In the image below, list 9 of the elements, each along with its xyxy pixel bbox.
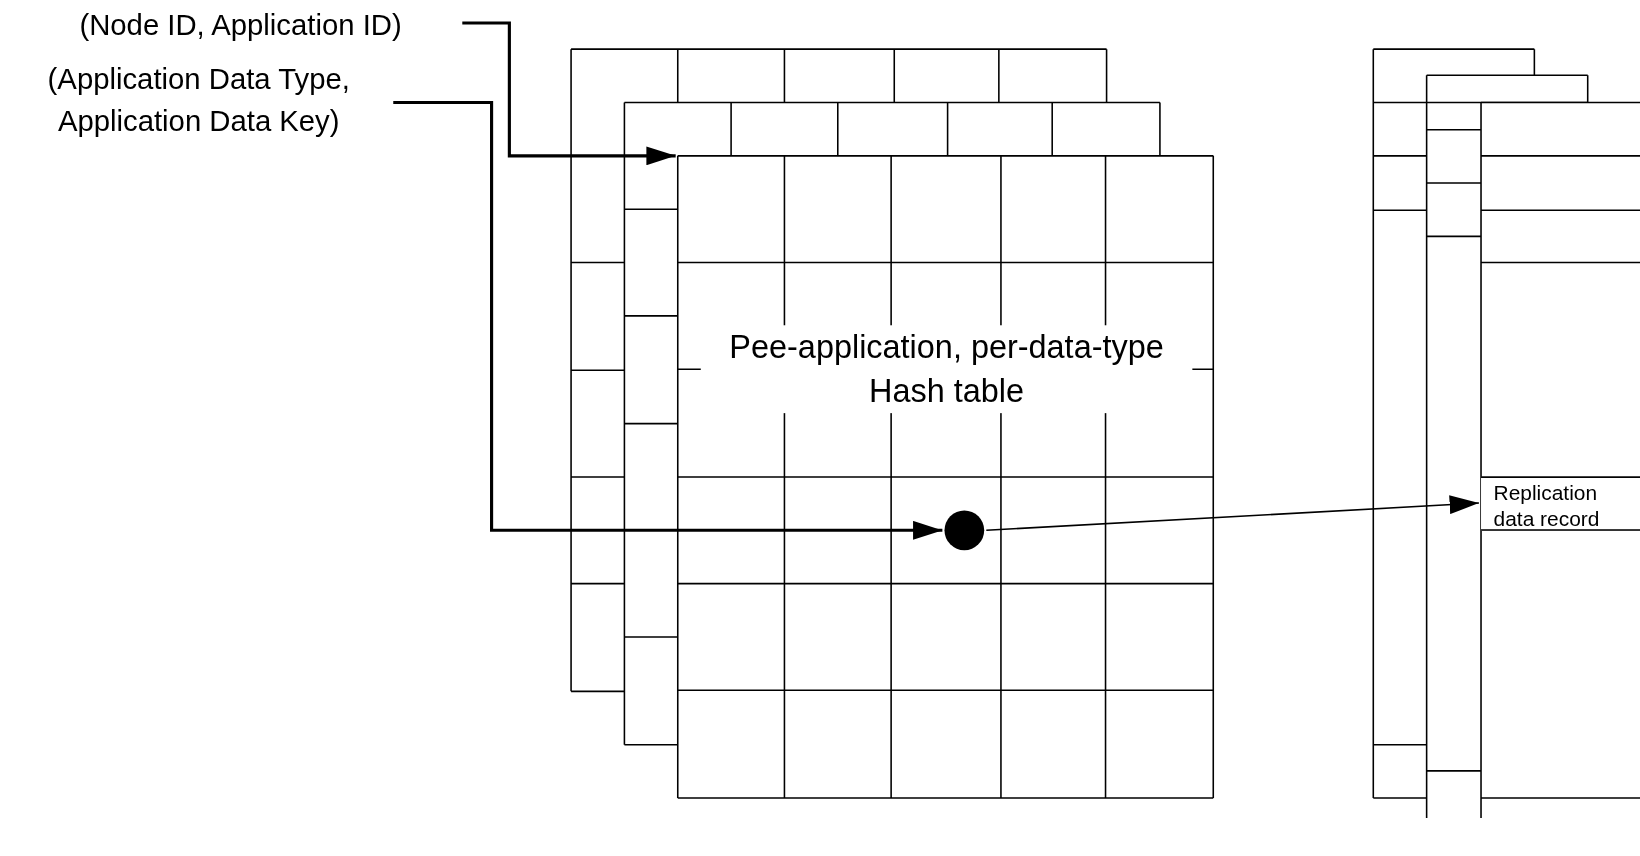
- arrow: [462, 21, 676, 166]
- key-label: (Node ID, Application ID): [79, 7, 402, 43]
- arrow: [985, 494, 1480, 532]
- key-label: (Application Data Type, Application Data Key): [46, 61, 351, 139]
- record-label: Replication data record: [1493, 480, 1601, 533]
- arrow: [393, 100, 943, 540]
- record-row: [1481, 476, 1640, 531]
- table-title: Pee-application, per-data-type Hash table: [700, 325, 1193, 414]
- hash-table: [677, 155, 1214, 799]
